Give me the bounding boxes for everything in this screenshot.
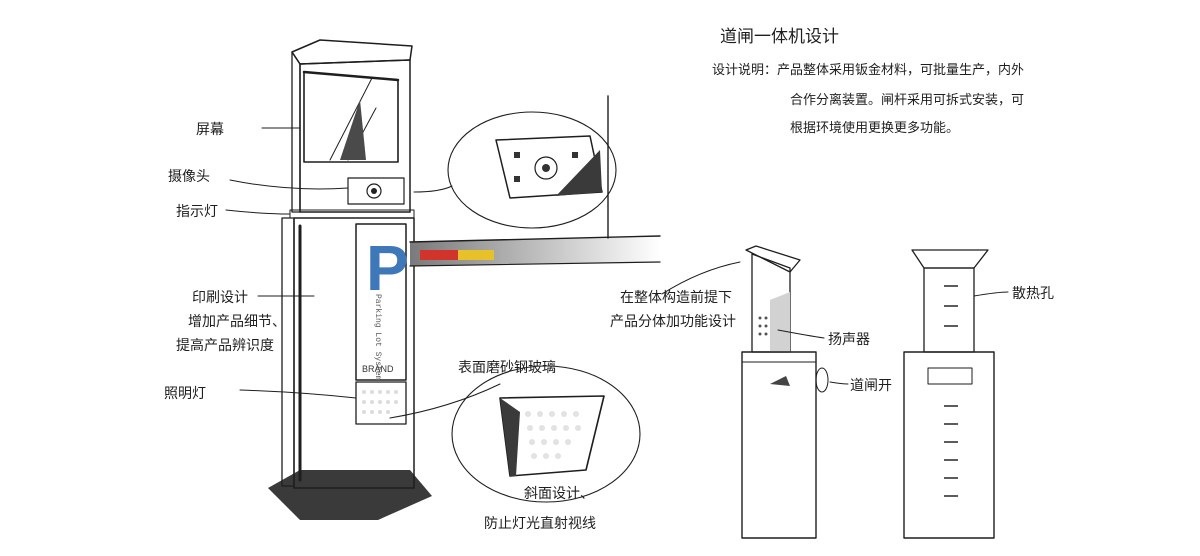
body-front [293,217,415,489]
label-speaker: 扬声器 [828,332,870,348]
lighting-panel [355,381,407,425]
barrier-yellow-band [458,250,494,260]
notes-title: 道闸一体机设计 [720,27,839,47]
label-print-detail-2: 提高产品辨识度 [176,337,274,354]
label-screen: 屏幕 [196,122,224,138]
ground-shadow [268,470,432,520]
label-camera: 摄像头 [168,169,210,185]
head-panel [299,59,411,213]
indicator-strip [289,209,415,219]
camera-detail-callout [447,111,617,229]
brand-panel [355,223,407,381]
front-view [903,249,995,539]
camera [347,177,405,205]
brand-vertical-text: Parking Lot System [373,294,382,381]
design-notes: 道闸一体机设计 设计说明：产品整体采用钣金材料，可批量生产，内外 合作分离装置。… [712,27,1024,136]
label-slant-detail: 防止灯光直射视线 [484,515,596,532]
label-side-design-1: 在整体构造前提下 [620,289,732,306]
light-detail-callout [451,365,641,503]
lighting-dots [362,390,398,414]
screen-shadow [340,100,366,160]
label-glass: 表面磨砂钢玻璃 [458,359,556,376]
notes-line-3: 根据环境使用更换更多功能。 [790,120,959,136]
label-print-design: 印刷设计 [192,290,248,306]
side-view [741,245,829,539]
notes-line-2: 合作分离装置。闸杆采用可拆式安装，可 [790,92,1024,108]
label-indicator: 指示灯 [176,204,218,220]
body-side [281,217,295,487]
label-print-detail-1: 增加产品细节、 [188,314,286,330]
barrier-arm [409,235,661,267]
barrier-red-band [420,250,458,260]
label-side-design-2: 产品分体加功能设计 [610,314,736,330]
label-gate-switch: 道闸开 [850,378,892,394]
label-vent: 散热孔 [1012,286,1054,302]
brand-name: BRAND [362,364,394,374]
main-kiosk: P Parking Lot System BRAND [268,39,432,520]
label-lighting: 照明灯 [164,386,206,402]
leader-lines [225,127,1009,419]
notes-line-1: 设计说明：产品整体采用钣金材料，可批量生产，内外 [712,62,1024,78]
camera-lens [366,183,382,199]
label-slant-design: 斜面设计、 [524,486,594,502]
brand-logo: P [366,232,409,304]
